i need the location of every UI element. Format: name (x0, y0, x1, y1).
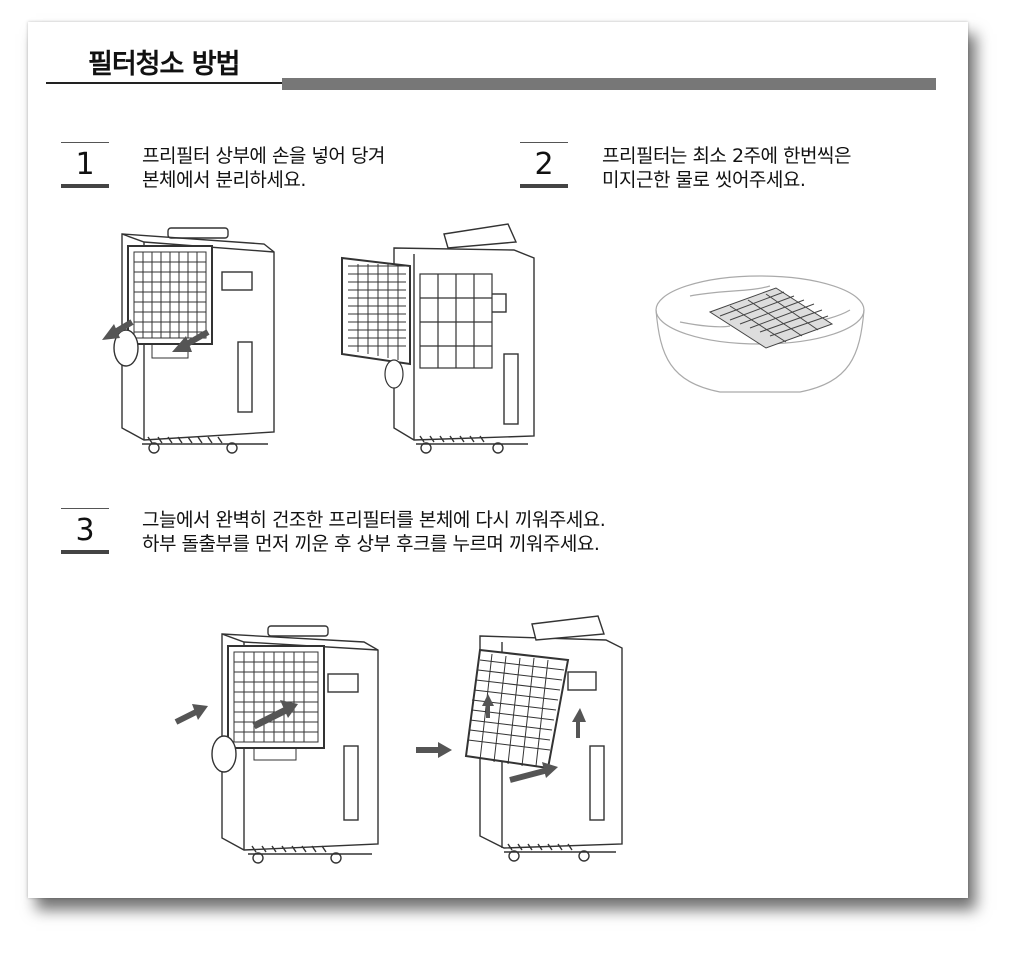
step-3-text: 그늘에서 완벽히 건조한 프리필터를 본체에 다시 끼워주세요. 하부 돌출부를… (142, 508, 606, 556)
section-title: 필터청소 방법 (88, 49, 240, 80)
step-3-line-2: 하부 돌출부를 먼저 끼운 후 상부 후크를 누르며 끼워주세요. (142, 533, 600, 555)
manual-page: 필터청소 방법 1 프리필터 상부에 손을 넣어 당겨 본체에서 분리하세요. … (28, 22, 968, 898)
step-2-illustration-wash-basin (650, 266, 870, 406)
insert-arrow-icon (174, 700, 298, 730)
step-1-illustration-dehumidifier (68, 222, 288, 462)
hook-arrow-icon (416, 694, 586, 783)
step-2-number: 2 (520, 142, 568, 188)
step-3-number: 3 (61, 508, 109, 554)
filter-in-water (708, 287, 834, 349)
step-3-line-1: 그늘에서 완벽히 건조한 프리필터를 본체에 다시 끼워주세요. (142, 509, 606, 531)
step-3-illustration-insert-filter (168, 618, 408, 878)
step-1-line-2: 본체에서 분리하세요. (142, 169, 306, 191)
title-underline (46, 82, 282, 84)
pull-out-arrow-icon (102, 319, 210, 352)
step-1-illustration-filter-removed (328, 214, 558, 464)
step-2-line-1: 프리필터는 최소 2주에 한번씩은 (602, 145, 851, 167)
step-1-text: 프리필터 상부에 손을 넣어 당겨 본체에서 분리하세요. (142, 144, 385, 192)
step-3-illustration-hook-filter (408, 610, 648, 880)
step-2-text: 프리필터는 최소 2주에 한번씩은 미지근한 물로 씻어주세요. (602, 144, 851, 192)
step-1-line-1: 프리필터 상부에 손을 넣어 당겨 (142, 145, 385, 167)
step-1-number: 1 (61, 142, 109, 188)
title-divider-bar (282, 78, 936, 90)
step-2-line-2: 미지근한 물로 씻어주세요. (602, 169, 806, 191)
